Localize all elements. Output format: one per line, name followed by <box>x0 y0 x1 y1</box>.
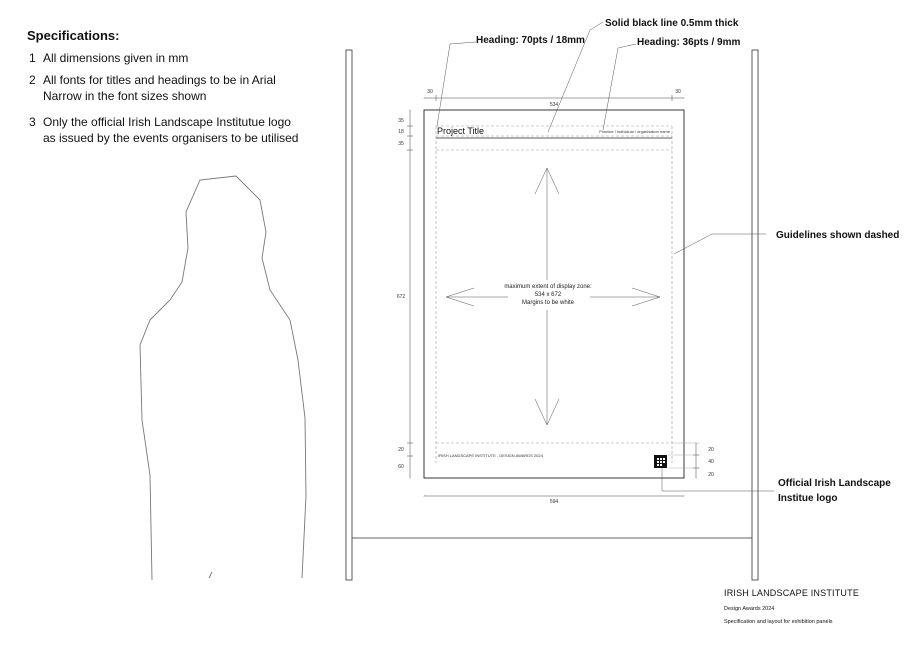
callout-leaders <box>436 21 774 492</box>
spec-item-3-number: 3 <box>29 115 36 129</box>
title-block-event: Design Awards 2024 <box>724 606 774 612</box>
spec-item-2-line-1: All fonts for titles and headings to be … <box>43 73 276 87</box>
dim-left-20: 20 <box>398 447 404 453</box>
callout-heading-36: Heading: 36pts / 9mm <box>637 37 740 48</box>
stand-post-left <box>345 49 353 581</box>
dim-left-60: 60 <box>398 464 404 470</box>
spec-item-3-line-2: as issued by the events organisers to be… <box>43 131 298 145</box>
zone-text-line-2: 534 x 672 <box>535 292 562 298</box>
dimension-lines: 30 534 30 35 18 35 672 20 60 20 40 20 59… <box>397 89 714 505</box>
leader-solid-line <box>547 21 604 133</box>
zone-text-line-3: Margins to be white <box>522 300 575 306</box>
title-block-organisation: IRISH LANDSCAPE INSTITUTE <box>724 588 859 598</box>
dim-left-672: 672 <box>397 294 406 300</box>
panel-footer-text: IRISH LANDSCAPE INSTITUTE - DESIGN AWARD… <box>438 453 544 458</box>
human-silhouette-figure <box>139 175 307 581</box>
dim-top-left-margin: 30 <box>427 89 433 95</box>
zone-text-line-1: maximum extent of display zone: <box>504 284 592 290</box>
specifications-title: Specifications: <box>27 28 119 43</box>
project-title: Project Title <box>437 126 484 136</box>
practice-name: Practice / individual / organisation nam… <box>599 129 670 134</box>
zone-text-background <box>509 280 589 310</box>
dim-right-20-bottom: 20 <box>708 472 714 478</box>
spec-item-2-line-2: Narrow in the font sizes shown <box>43 89 206 103</box>
dim-right-20-top: 20 <box>708 447 714 453</box>
spec-item-1-number: 1 <box>29 51 36 65</box>
specifications-block: Specifications: 1 All dimensions given i… <box>27 28 298 145</box>
stand-post-right <box>751 49 759 581</box>
dim-left-35-top: 35 <box>398 118 404 124</box>
callout-logo-line-1: Official Irish Landscape <box>778 478 891 489</box>
callout-solid-line: Solid black line 0.5mm thick <box>605 18 739 29</box>
human-silhouette-detail <box>208 571 213 579</box>
spec-item-3-line-1: Only the official Irish Landscape Instit… <box>43 115 291 129</box>
arrow-up-head <box>534 167 560 195</box>
dim-left-18: 18 <box>398 129 404 135</box>
title-block: IRISH LANDSCAPE INSTITUTE Design Awards … <box>724 588 859 625</box>
dim-top-right-margin: 30 <box>675 89 681 95</box>
leader-guidelines <box>673 233 766 255</box>
callout-guidelines: Guidelines shown dashed <box>776 230 899 241</box>
official-logo <box>654 455 667 468</box>
callout-logo-line-2: Institue logo <box>778 493 837 504</box>
title-block-description: Specification and layout for exhibition … <box>724 619 833 625</box>
leader-heading-70 <box>436 41 477 127</box>
callout-heading-70: Heading: 70pts / 18mm <box>476 35 585 46</box>
exhibition-panel: Project Title Practice / individual / or… <box>423 109 685 479</box>
arrow-right-head <box>631 287 661 307</box>
leader-heading-36 <box>602 43 637 131</box>
dim-right-40: 40 <box>708 459 714 465</box>
spec-item-1-line-1: All dimensions given in mm <box>43 51 188 65</box>
spec-item-2-number: 2 <box>29 73 36 87</box>
arrow-down-head <box>534 398 560 426</box>
dim-top-width: 534 <box>550 102 559 108</box>
display-stand <box>345 49 759 581</box>
arrow-left-head <box>445 287 475 307</box>
dim-left-35-bottom: 35 <box>398 141 404 147</box>
dim-bottom-width: 594 <box>550 499 559 505</box>
